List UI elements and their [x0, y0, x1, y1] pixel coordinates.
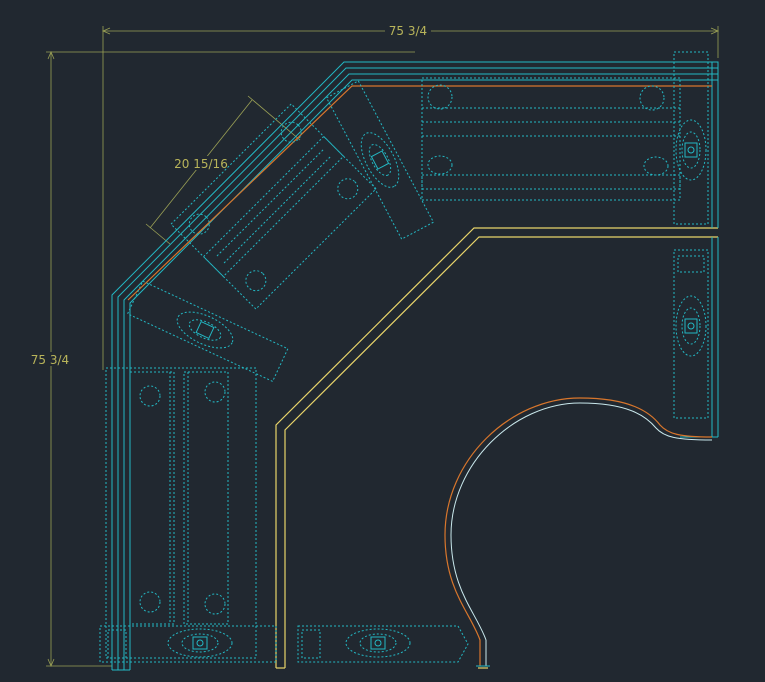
dimension-left-label: 75 3/4: [31, 353, 69, 367]
right-foot-bottom: [673, 249, 709, 419]
angled-leg-frame: [170, 103, 377, 310]
right-foot-top: [673, 51, 709, 225]
bottom-foot-right: [297, 625, 469, 663]
top-leg-frame: [421, 77, 681, 201]
dimension-left: 75 3/4: [26, 50, 415, 668]
angled-foot-lower: [126, 280, 289, 383]
top-rail-edge: [127, 85, 712, 301]
bottom-foot-left: [99, 625, 277, 663]
dimension-top: 75 3/4: [101, 23, 720, 370]
desktop-inner-edge: [275, 227, 718, 669]
arc-cutout: [444, 397, 713, 667]
dimension-angled-label: 20 15/16: [174, 157, 228, 171]
angled-foot-upper: [325, 80, 435, 240]
desktop-outline: [111, 61, 719, 671]
left-leg-frame: [105, 367, 257, 659]
dimension-angled: 20 15/16: [145, 95, 301, 245]
dimension-top-label: 75 3/4: [389, 24, 427, 38]
